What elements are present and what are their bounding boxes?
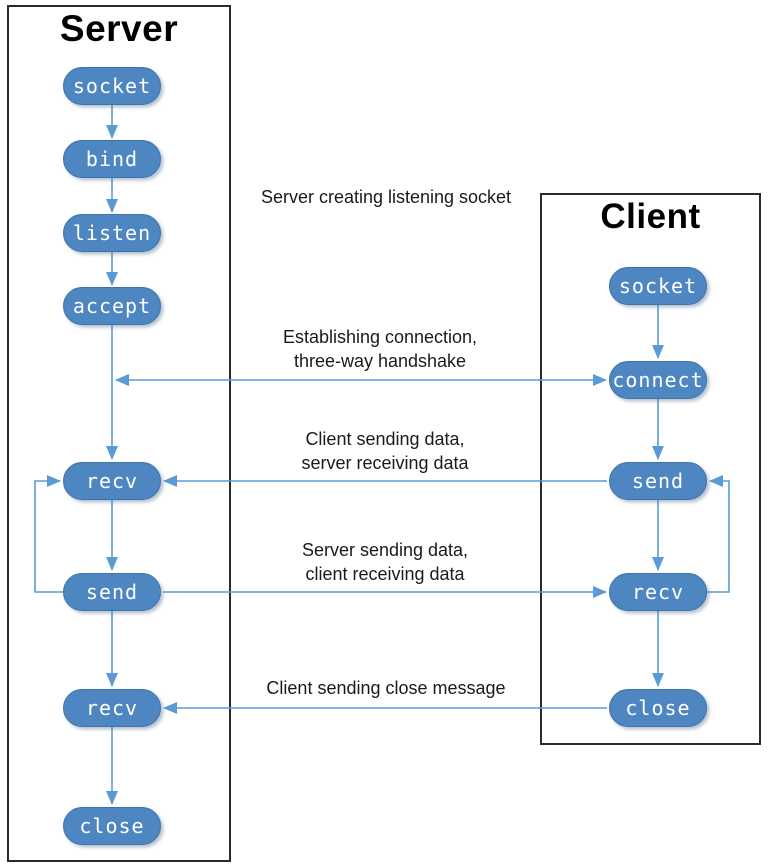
node-server-send: send (63, 573, 161, 611)
node-server-socket: socket (63, 67, 161, 105)
node-client-send: send (609, 462, 707, 500)
node-server-recv: recv (63, 462, 161, 500)
client-group-box (540, 193, 761, 745)
node-server-close: close (63, 807, 161, 845)
node-client-close: close (609, 689, 707, 727)
connector-client-loop-recv-send (707, 475, 730, 593)
annotation-handshake: Establishing connection, three-way hands… (282, 327, 478, 371)
node-client-socket: socket (609, 267, 707, 305)
node-client-connect: connect (609, 361, 707, 399)
node-server-recv-2: recv (63, 689, 161, 727)
annotation-client-sending: Client sending data, server receiving da… (301, 429, 469, 473)
server-title: Server (59, 8, 179, 49)
node-server-accept: accept (63, 287, 161, 325)
node-server-listen: listen (63, 214, 161, 252)
annotation-server-sending: Server sending data, client receiving da… (301, 540, 469, 584)
connector-server-loop-send-recv (34, 475, 63, 593)
server-group-box (7, 5, 231, 862)
node-server-bind: bind (63, 140, 161, 178)
annotation-listening-socket: Server creating listening socket (260, 187, 512, 207)
client-title: Client (600, 197, 701, 236)
node-client-recv: recv (609, 573, 707, 611)
annotation-close-message: Client sending close message (266, 678, 506, 698)
